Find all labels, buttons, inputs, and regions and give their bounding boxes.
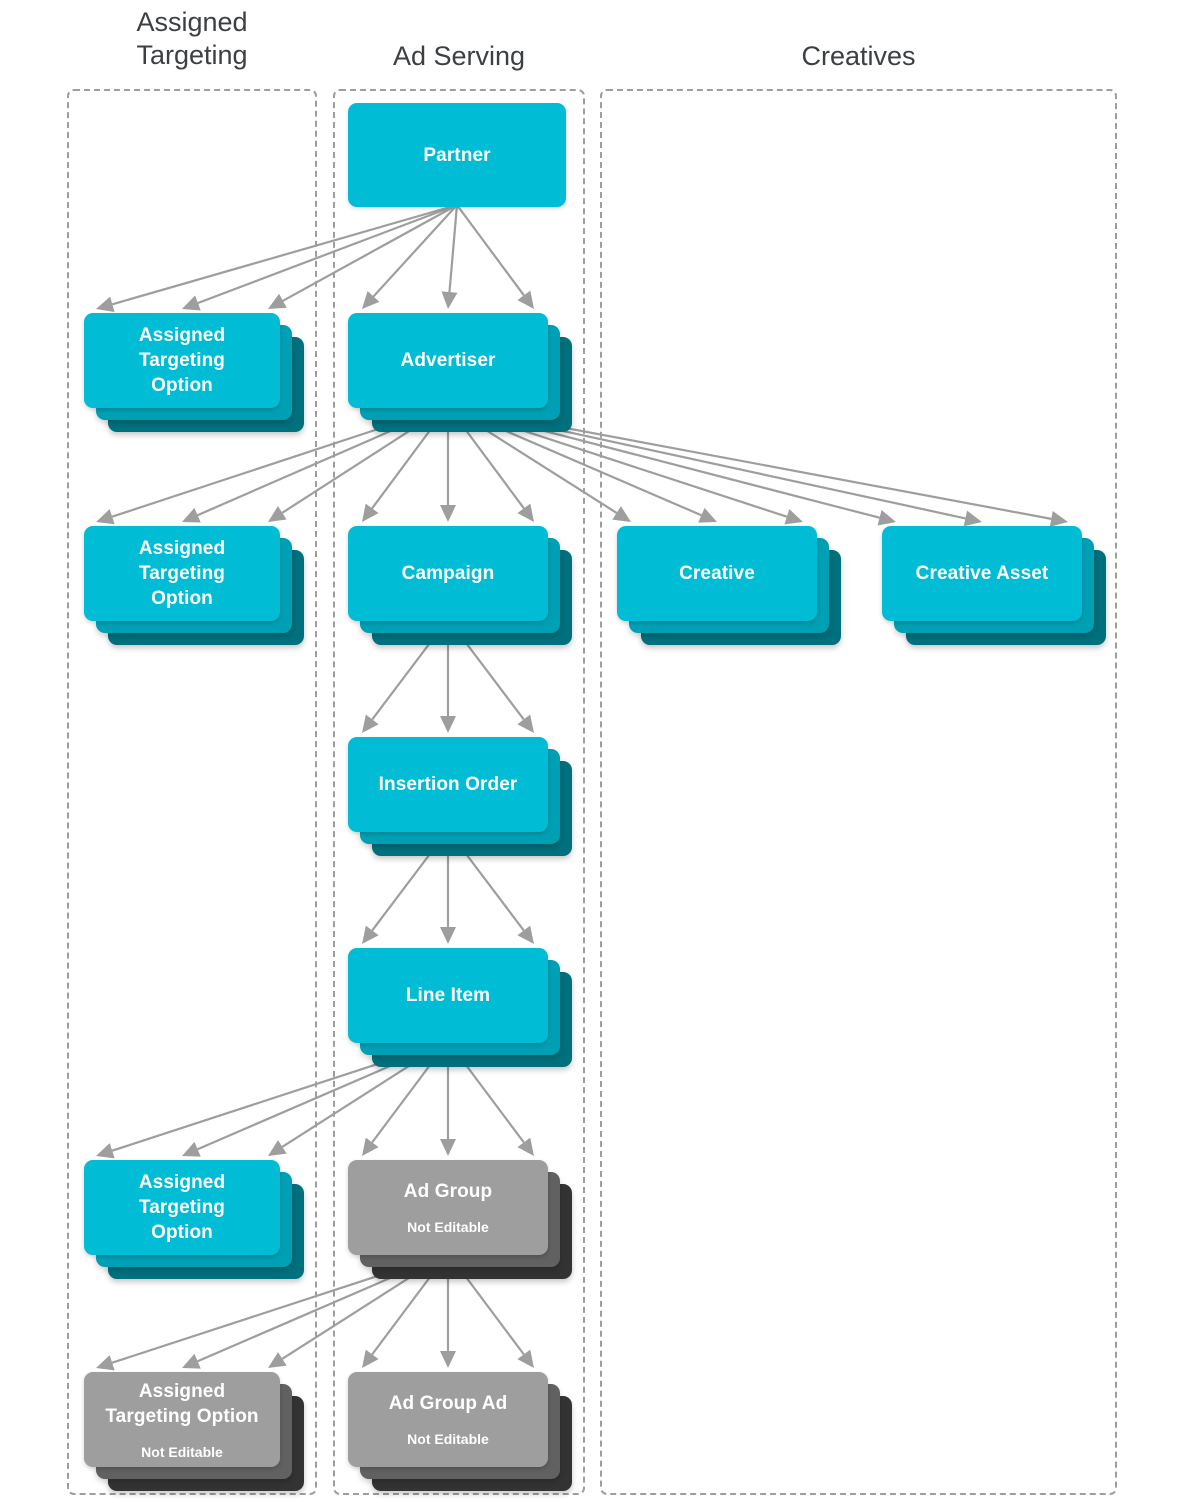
node-subtitle-not-editable: Not Editable: [407, 1431, 489, 1447]
node-title: Partner: [423, 144, 491, 166]
node-face-assigned-targeting-option-1[interactable]: Assigned Targeting Option: [84, 313, 280, 408]
node-title: Ad Group Ad: [388, 1393, 508, 1414]
node-title: Assigned Targeting Option: [138, 1172, 226, 1243]
node-face-insertion-order[interactable]: Insertion Order: [348, 737, 548, 832]
node-face-assigned-targeting-option-2[interactable]: Assigned Targeting Option: [84, 526, 280, 621]
node-ad-group-ad[interactable]: Ad Group Ad Not Editable: [348, 1372, 572, 1491]
node-title: Assigned Targeting Option: [138, 538, 226, 609]
node-assigned-targeting-option-1[interactable]: Assigned Targeting Option: [84, 313, 304, 432]
node-title: Assigned Targeting Option: [105, 1380, 259, 1427]
node-face-partner[interactable]: Partner: [348, 103, 566, 207]
node-title: Line Item: [405, 985, 491, 1006]
node-face-assigned-targeting-option-3[interactable]: Assigned Targeting Option: [84, 1160, 280, 1255]
node-face-advertiser[interactable]: Advertiser: [348, 313, 548, 408]
group-box-assigned-targeting: [67, 89, 317, 1495]
node-title: Ad Group: [403, 1181, 493, 1202]
node-title: Campaign: [401, 563, 495, 584]
node-creative-asset[interactable]: Creative Asset: [882, 526, 1106, 645]
group-box-creatives: [600, 89, 1117, 1495]
node-title: Insertion Order: [378, 774, 518, 795]
node-title: Advertiser: [400, 350, 496, 371]
group-title-ad-serving: Ad Serving: [392, 41, 526, 71]
node-assigned-targeting-option-3[interactable]: Assigned Targeting Option: [84, 1160, 304, 1279]
node-campaign[interactable]: Campaign: [348, 526, 572, 645]
node-subtitle-not-editable: Not Editable: [407, 1219, 489, 1235]
node-face-creative-asset[interactable]: Creative Asset: [882, 526, 1082, 621]
node-face-line-item[interactable]: Line Item: [348, 948, 548, 1043]
node-title: Creative: [679, 563, 755, 584]
node-face-ad-group-ad[interactable]: Ad Group Ad Not Editable: [348, 1372, 548, 1467]
node-subtitle-not-editable: Not Editable: [141, 1443, 223, 1460]
node-title: Creative Asset: [915, 563, 1049, 584]
node-title: Assigned Targeting Option: [138, 325, 226, 396]
node-assigned-targeting-option-2[interactable]: Assigned Targeting Option: [84, 526, 304, 645]
node-partner[interactable]: Partner: [348, 103, 566, 207]
group-title-assigned-targeting: Assigned Targeting: [136, 7, 248, 70]
node-creative[interactable]: Creative: [617, 526, 841, 645]
group-title-creatives: Creatives: [801, 41, 916, 71]
node-line-item[interactable]: Line Item: [348, 948, 572, 1067]
node-face-creative[interactable]: Creative: [617, 526, 817, 621]
node-face-campaign[interactable]: Campaign: [348, 526, 548, 621]
node-insertion-order[interactable]: Insertion Order: [348, 737, 572, 856]
node-advertiser[interactable]: Advertiser: [348, 313, 572, 432]
group-box-ad-serving: [333, 89, 585, 1495]
